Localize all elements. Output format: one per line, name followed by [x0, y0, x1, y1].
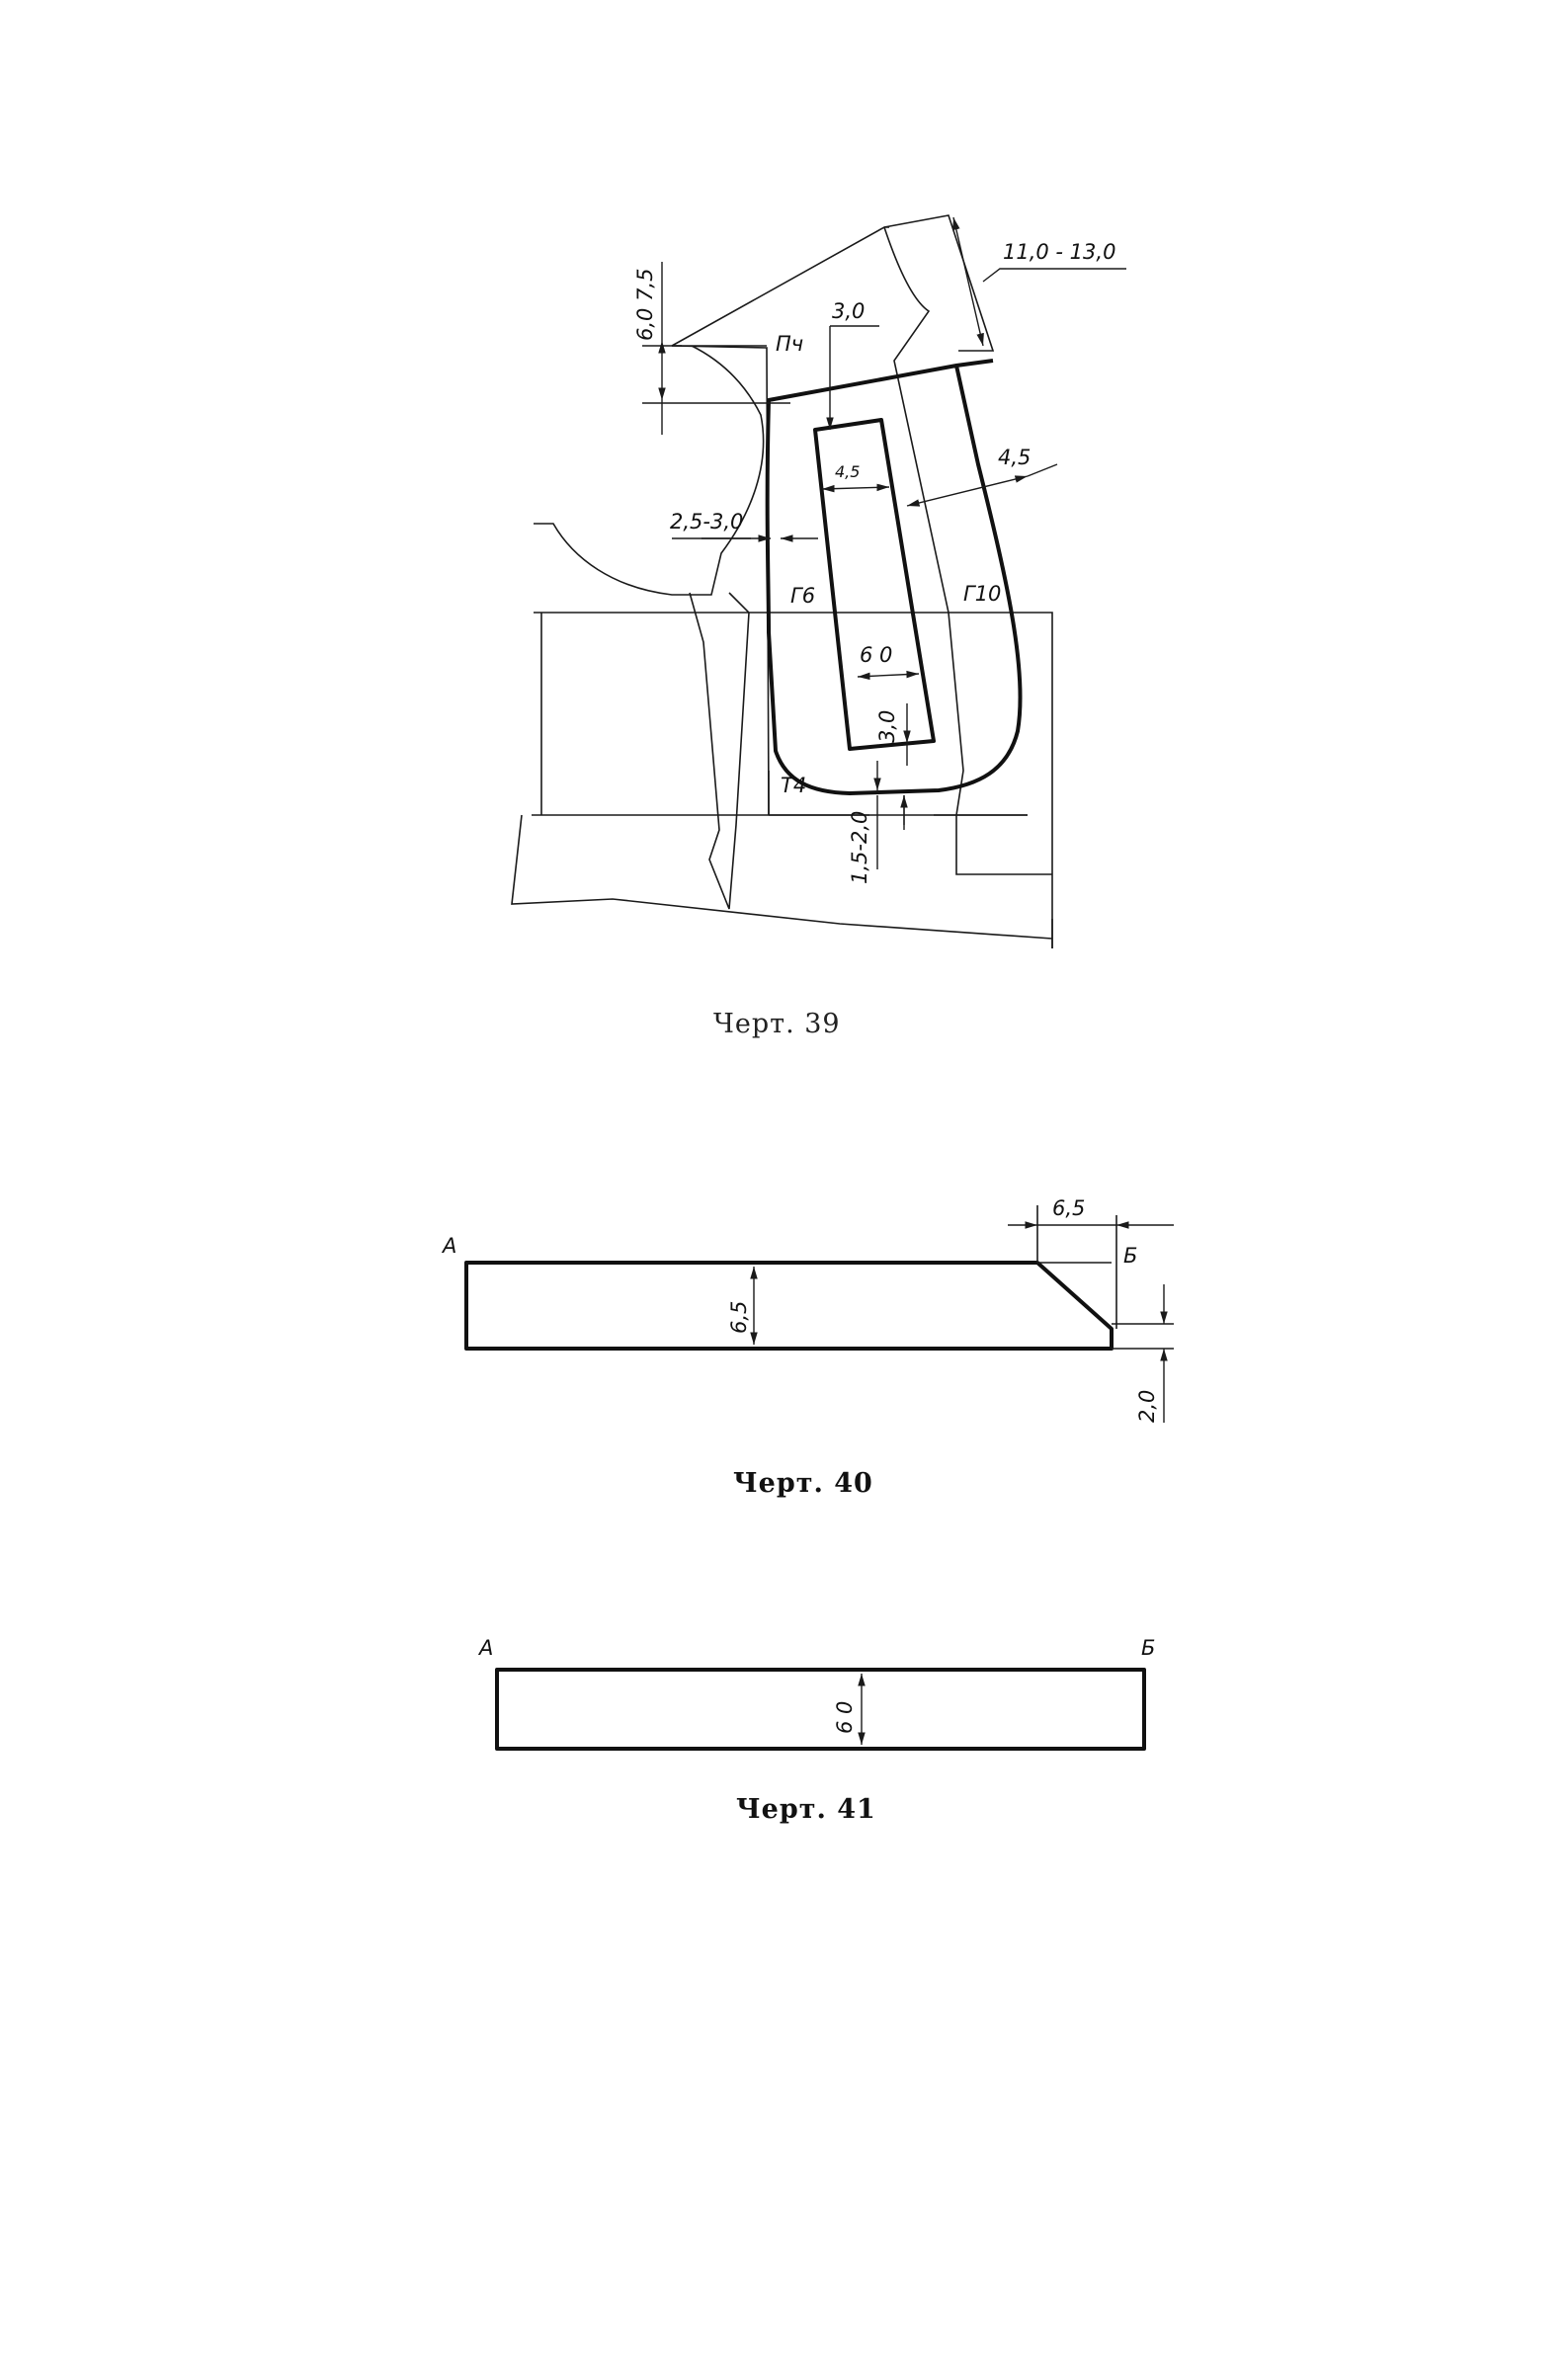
figure-caption: Черт. 39 — [713, 1009, 841, 1039]
fig39-contour — [765, 359, 1023, 795]
zone-label: Пч — [776, 332, 803, 356]
zone-label: Г10 — [963, 582, 1001, 606]
dim-label: 2,0 — [1135, 1390, 1159, 1423]
dim-label: 2,5-3,0 — [670, 510, 743, 533]
zone-label: Г6 — [790, 584, 815, 608]
dim-label: 6,0 7,5 — [633, 269, 657, 341]
dim-label: 6 0 — [833, 1701, 857, 1734]
figure-caption: Черт. 41 — [736, 1794, 876, 1825]
dim-label: 6,5 — [1052, 1196, 1085, 1220]
fig39-dimensions — [642, 216, 1126, 869]
figure-caption: Черт. 40 — [733, 1468, 873, 1499]
dim-label: 6 0 — [860, 643, 892, 667]
dim-label: 3,0 — [875, 710, 899, 743]
dim-label: 1,5-2,0 — [848, 811, 871, 884]
figure-41: А Б 6 0 Черт. 41 — [477, 1636, 1155, 1825]
fig39-dimension-labels: 11,0 - 13,0 6,0 7,5 3,0 4,5 4,5 2,5-3,0 … — [633, 240, 1115, 884]
zone-label: Т4 — [781, 774, 806, 797]
figure-39: 11,0 - 13,0 6,0 7,5 3,0 4,5 4,5 2,5-3,0 … — [511, 214, 1126, 1039]
figure-40: А Б 6,5 6,5 2,0 Черт. 40 — [441, 1196, 1174, 1499]
point-label-b: Б — [1141, 1636, 1155, 1660]
dim-label: 4,5 — [835, 462, 860, 481]
point-label-a: А — [441, 1234, 456, 1258]
fig39-zone-labels: Пч Г6 Г10 Т4 — [776, 332, 1001, 797]
dim-label: 3,0 — [832, 299, 865, 323]
point-label-a: А — [477, 1636, 493, 1660]
dim-label: 6,5 — [727, 1301, 751, 1334]
point-label-b: Б — [1123, 1244, 1137, 1268]
fig39-outline — [511, 214, 1053, 948]
dim-label: 11,0 - 13,0 — [1003, 240, 1115, 264]
dim-label: 4,5 — [998, 446, 1031, 469]
